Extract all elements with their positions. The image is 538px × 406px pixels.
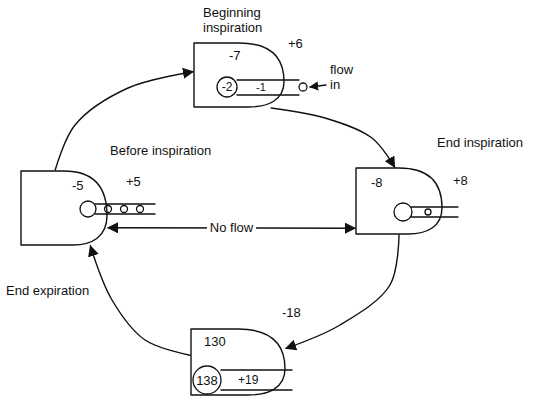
alveolar-pressure: 138: [196, 373, 218, 388]
chest-outline: Before inspiration-5+5: [20, 170, 108, 246]
phase-heading: End inspiration: [437, 135, 523, 150]
pressure-value: 130: [204, 334, 226, 349]
airway-pressure: +19: [238, 373, 258, 387]
edge-label: No flow: [207, 220, 256, 235]
pressure-value: -5: [72, 178, 84, 193]
chest-wall: [191, 329, 285, 395]
airway-wall: [221, 389, 292, 390]
flow-note: flow in: [330, 62, 364, 92]
airway-pressure: -1: [256, 81, 266, 94]
chest-wall: [356, 168, 442, 234]
pressure-value: +5: [126, 174, 141, 189]
airway-bead: [137, 206, 144, 213]
cycle-arrow: [90, 246, 190, 355]
chest-outline: -2Beginning inspiration-7+6: [193, 42, 285, 108]
airway-bead: [105, 206, 112, 213]
airway-bead: [425, 209, 431, 215]
phase-heading: Beginning inspiration: [203, 5, 283, 35]
alveolus: [394, 203, 412, 221]
cycle-arrow: [271, 108, 394, 167]
airway-wall: [237, 94, 299, 95]
chest-wall: [21, 171, 107, 245]
pressure-value: +8: [453, 173, 468, 188]
chest-outline: End inspiration-8+8: [355, 167, 443, 235]
airway-opening: [299, 83, 307, 91]
phase-heading: Before inspiration: [110, 143, 211, 158]
flow-arrow: [310, 85, 326, 87]
chest-shape: [20, 170, 108, 246]
airway-wall: [221, 369, 292, 370]
airway-wall: [95, 203, 155, 204]
alveolus-outline: [193, 366, 221, 394]
pressure-value: -8: [371, 175, 383, 190]
airway-bead: [121, 206, 128, 213]
phase-label: End expiration: [6, 283, 89, 298]
pressure-value: -7: [229, 48, 241, 63]
alveolar-pressure: -2: [222, 80, 233, 95]
airway-wall: [237, 79, 299, 80]
alveolus-circle: -2: [216, 76, 238, 98]
airway-wall: [411, 216, 458, 217]
cycle-arrow: [286, 235, 399, 348]
chest-wall: [194, 43, 284, 107]
alveolus-outline: [217, 77, 237, 97]
chest-shape: [355, 167, 443, 235]
pressure-value: -18: [282, 305, 301, 320]
airway-wall: [95, 213, 155, 214]
alveolus: [80, 201, 96, 217]
alveolus-circle: 138: [192, 365, 222, 395]
airway-wall: [411, 206, 458, 207]
pressure-value: +6: [288, 36, 303, 51]
